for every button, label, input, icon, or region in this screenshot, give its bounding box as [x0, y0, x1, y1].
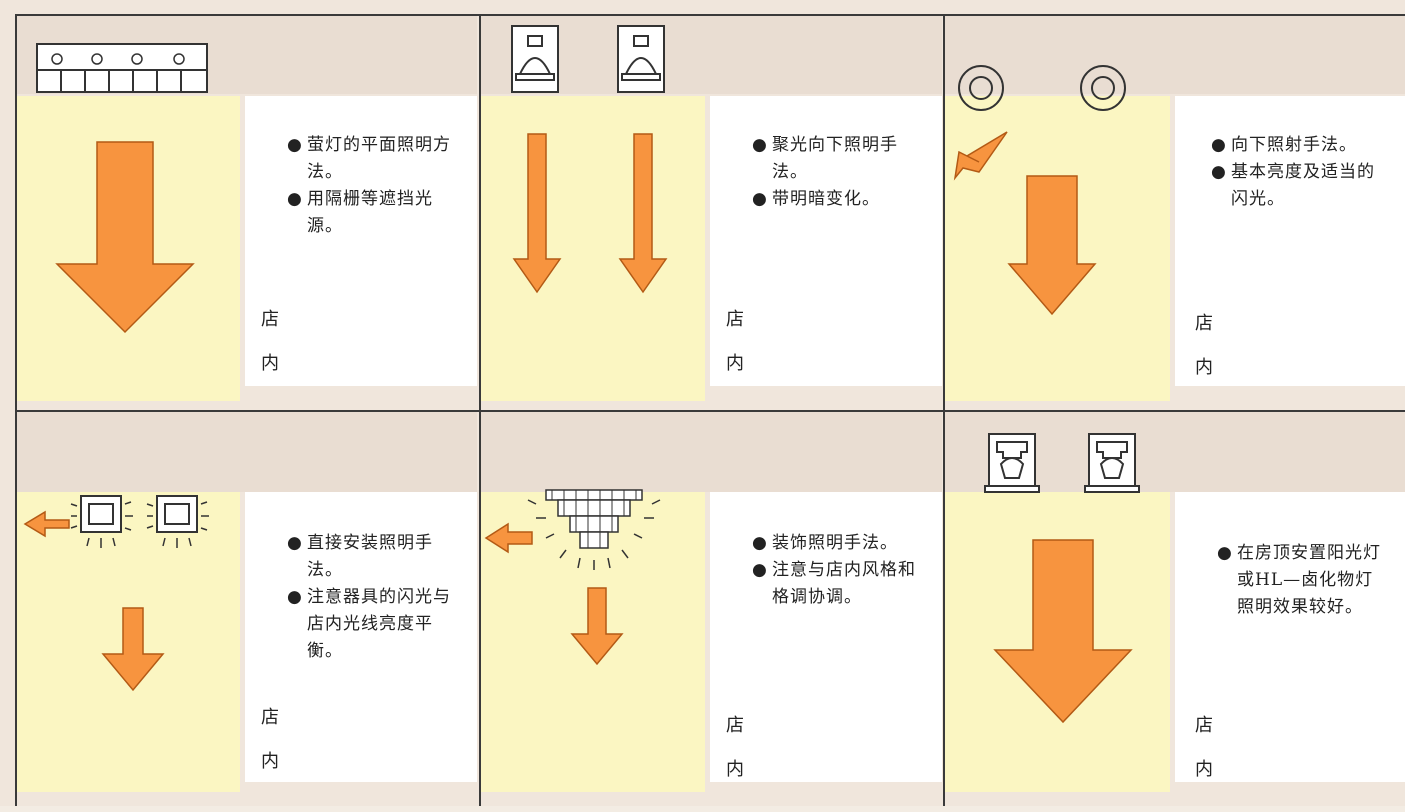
- description-text: ●聚光向下照明手法。 ●带明暗变化。: [752, 132, 922, 213]
- panel-downlight: ●向下照射手法。 ●基本亮度及适当的闪光。 店内: [945, 14, 1405, 414]
- down-arrow-icon: [23, 510, 165, 692]
- description-text: ●装饰照明手法。 ●注意与店内风格和格调协调。: [752, 530, 932, 611]
- store-label: 店内: [261, 707, 279, 772]
- bullet-item: ●用隔栅等遮挡光源。: [287, 189, 433, 236]
- downlight-ring-icon: [958, 65, 1126, 111]
- store-label: 店内: [1195, 715, 1213, 780]
- bullet-item: ●聚光向下照明手法。: [752, 135, 898, 182]
- grid-line: [15, 410, 1405, 412]
- store-label: 店内: [726, 309, 744, 374]
- description-text: ●向下照射手法。 ●基本亮度及适当的闪光。: [1211, 132, 1391, 213]
- bullet-item: ●注意器具的闪光与店内光线亮度平衡。: [287, 587, 451, 661]
- grid-line: [479, 14, 481, 806]
- store-label: 店内: [726, 715, 744, 780]
- spotlight-lamp-icon: [511, 25, 665, 93]
- down-arrow-icon: [55, 141, 195, 334]
- panel-fluorescent-flat: ●萤灯的平面照明方法。 ●用隔栅等遮挡光源。 店内: [15, 14, 477, 414]
- light-zone: [480, 96, 705, 401]
- store-label: 店内: [261, 309, 279, 374]
- down-arrow-icon: [484, 522, 624, 666]
- ceiling-band: [480, 412, 942, 492]
- description-text: ●萤灯的平面照明方法。 ●用隔栅等遮挡光源。: [287, 132, 457, 240]
- bullet-item: ●基本亮度及适当的闪光。: [1211, 162, 1375, 209]
- description-box: [1175, 492, 1405, 782]
- ceiling-hl-lamp-icon: [984, 433, 1140, 493]
- ceiling-band: [945, 14, 1405, 94]
- bullet-item: ●萤灯的平面照明方法。: [287, 135, 451, 182]
- bullet-item: ●注意与店内风格和格调协调。: [752, 560, 916, 607]
- down-arrow-icon: [512, 133, 668, 294]
- store-label: 店内: [1195, 313, 1213, 378]
- panel-decorative: ●装饰照明手法。 ●注意与店内风格和格调协调。 店内: [480, 412, 942, 812]
- down-arrow-icon: [993, 539, 1133, 724]
- panel-direct-mount: ●直接安装照明手法。 ●注意器具的闪光与店内光线亮度平衡。 店内: [15, 412, 477, 812]
- bullet-item: ●在房顶安置阳光灯或HL—卤化物灯照明效果较好。: [1217, 543, 1381, 617]
- description-box: [1175, 96, 1405, 386]
- ceiling-band: [15, 412, 477, 492]
- bullet-item: ●向下照射手法。: [1211, 135, 1357, 155]
- direct-mount-square-lamp-icon: [70, 495, 209, 548]
- bullet-item: ●带明暗变化。: [752, 189, 880, 209]
- panel-spotlight-down: ●聚光向下照明手法。 ●带明暗变化。 店内: [480, 14, 942, 414]
- description-box: [245, 492, 477, 782]
- chandelier-icon: [527, 489, 661, 570]
- bullet-item: ●直接安装照明手法。: [287, 533, 433, 580]
- grid-line: [15, 14, 1405, 16]
- fluorescent-grille-icon: [36, 43, 208, 93]
- description-text: ●在房顶安置阳光灯或HL—卤化物灯照明效果较好。: [1217, 540, 1387, 621]
- description-text: ●直接安装照明手法。 ●注意器具的闪光与店内光线亮度平衡。: [287, 530, 457, 665]
- grid-line: [15, 14, 17, 806]
- description-box: [710, 492, 942, 782]
- bullet-item: ●装饰照明手法。: [752, 533, 898, 553]
- grid-line: [943, 14, 945, 806]
- down-arrow-icon: [953, 131, 1097, 316]
- panel-ceiling-hl: ●在房顶安置阳光灯或HL—卤化物灯照明效果较好。 店内: [945, 412, 1405, 812]
- description-box: [710, 96, 942, 386]
- description-box: [245, 96, 477, 386]
